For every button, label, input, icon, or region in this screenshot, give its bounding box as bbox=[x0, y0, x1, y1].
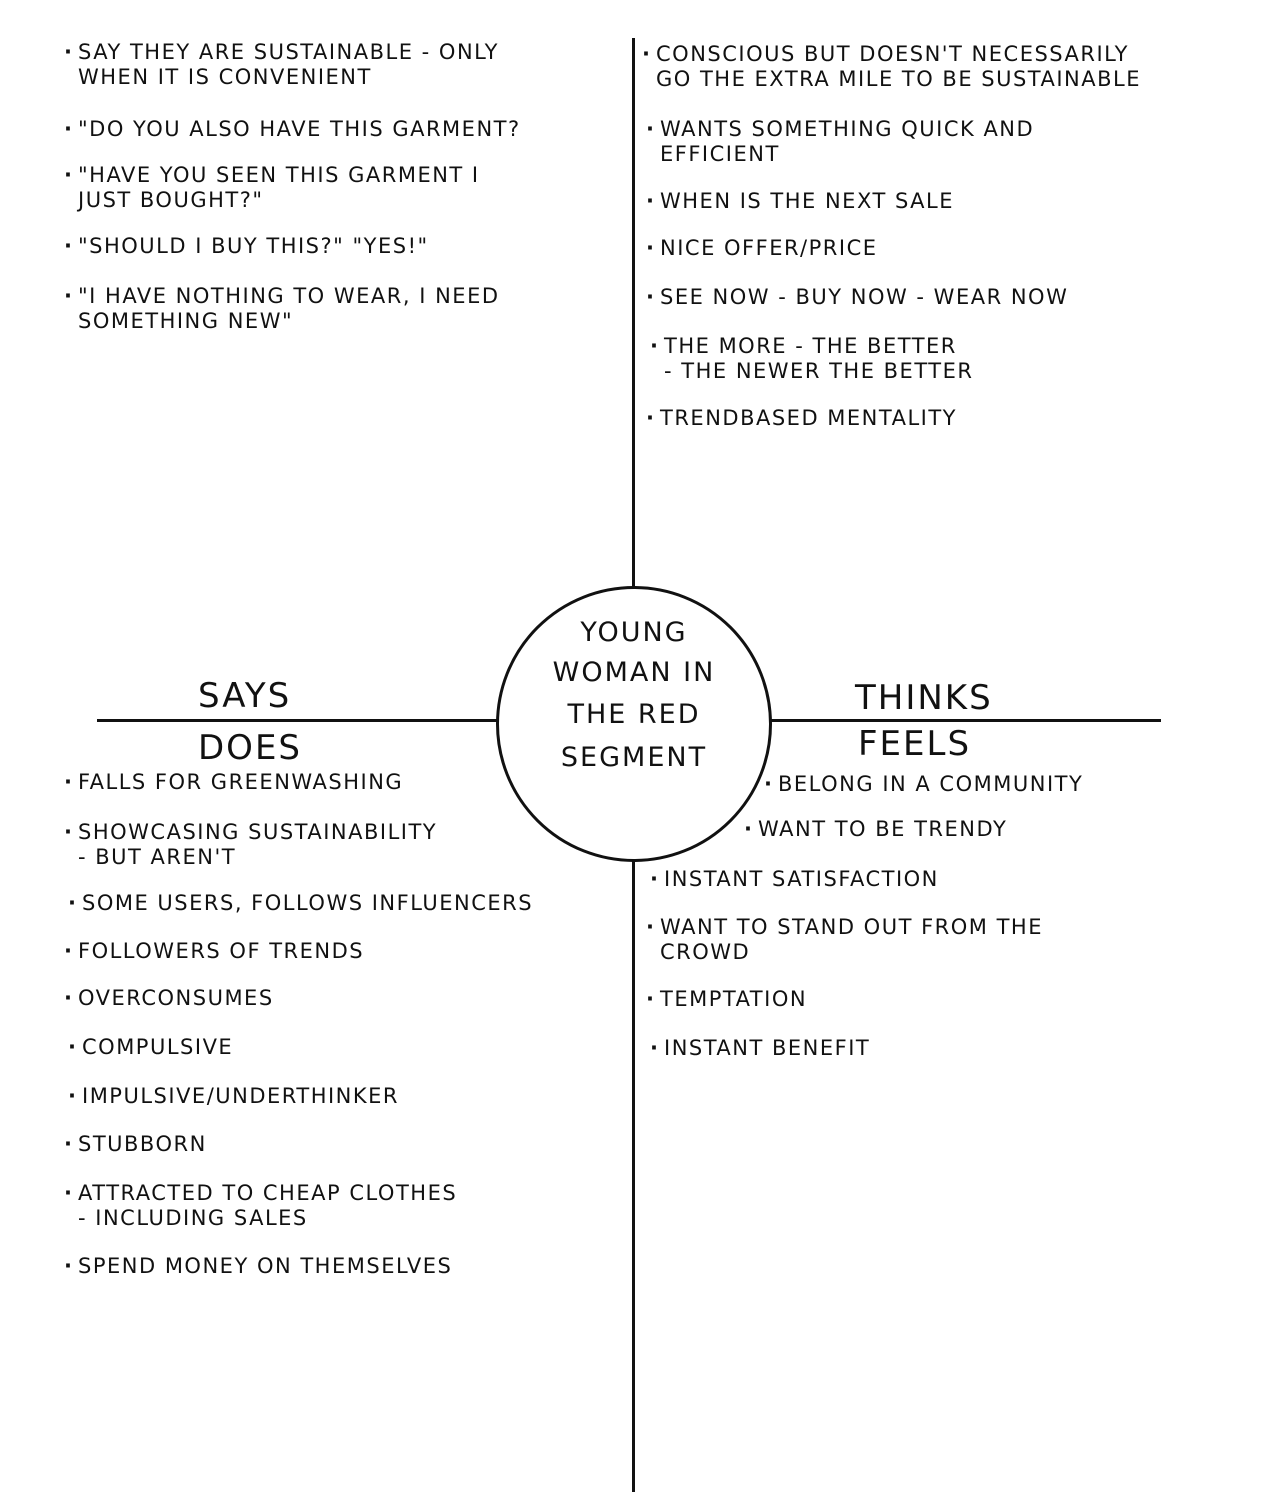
thinks-item: Trendbased mentality bbox=[646, 406, 957, 431]
label-thinks: THINKS bbox=[855, 678, 993, 718]
does-item: Compulsive bbox=[68, 1035, 233, 1060]
thinks-item: The more - the better - the newer the be… bbox=[650, 334, 973, 384]
label-feels: FEELS bbox=[858, 724, 972, 764]
label-does: DOES bbox=[198, 728, 303, 768]
label-says: SAYS bbox=[198, 676, 292, 716]
center-line: SEGMENT bbox=[560, 742, 708, 773]
does-item: Some users, follows influencers bbox=[68, 891, 533, 916]
does-item: Overconsumes bbox=[64, 986, 274, 1011]
says-item: Say they are sustainable - only when it … bbox=[64, 40, 499, 90]
center-persona-circle: YOUNG WOMAN IN THE RED SEGMENT bbox=[496, 586, 772, 862]
feels-item: Want to stand out from the crowd bbox=[646, 915, 1043, 965]
says-item: "Should I buy this?" "Yes!" bbox=[64, 234, 429, 259]
says-item: "Have you seen this garment I just bough… bbox=[64, 163, 480, 213]
does-item: Stubborn bbox=[64, 1132, 207, 1157]
thinks-item: Wants something quick and efficient bbox=[646, 117, 1034, 167]
center-line: YOUNG bbox=[580, 617, 688, 648]
feels-item: Belong in a community bbox=[764, 772, 1083, 797]
does-item: Falls for greenwashing bbox=[64, 770, 403, 795]
does-item: Followers of trends bbox=[64, 939, 364, 964]
thinks-item: Nice offer/price bbox=[646, 236, 878, 261]
says-item: "I have nothing to wear, I need somethin… bbox=[64, 284, 500, 334]
feels-item: Temptation bbox=[646, 987, 807, 1012]
feels-item: Instant satisfaction bbox=[650, 867, 939, 892]
horizontal-axis-line-right bbox=[766, 719, 1161, 722]
feels-item: Instant benefit bbox=[650, 1036, 870, 1061]
does-item: Spend money on themselves bbox=[64, 1254, 452, 1279]
does-item: Showcasing sustainability - but aren't bbox=[64, 820, 437, 870]
center-line: THE RED bbox=[567, 699, 701, 730]
does-item: Attracted to cheap clothes - including s… bbox=[64, 1181, 457, 1231]
center-line: WOMAN IN bbox=[552, 657, 716, 688]
does-item: Impulsive/underthinker bbox=[68, 1084, 399, 1109]
says-item: "Do you also have this garment? bbox=[64, 117, 521, 142]
horizontal-axis-line-left bbox=[97, 719, 497, 722]
thinks-item: When is the next sale bbox=[646, 189, 954, 214]
feels-item: Want to be trendy bbox=[744, 817, 1007, 842]
thinks-item: See now - buy now - wear now bbox=[646, 285, 1068, 310]
thinks-item: Conscious but doesn't necessarily go the… bbox=[642, 42, 1141, 92]
